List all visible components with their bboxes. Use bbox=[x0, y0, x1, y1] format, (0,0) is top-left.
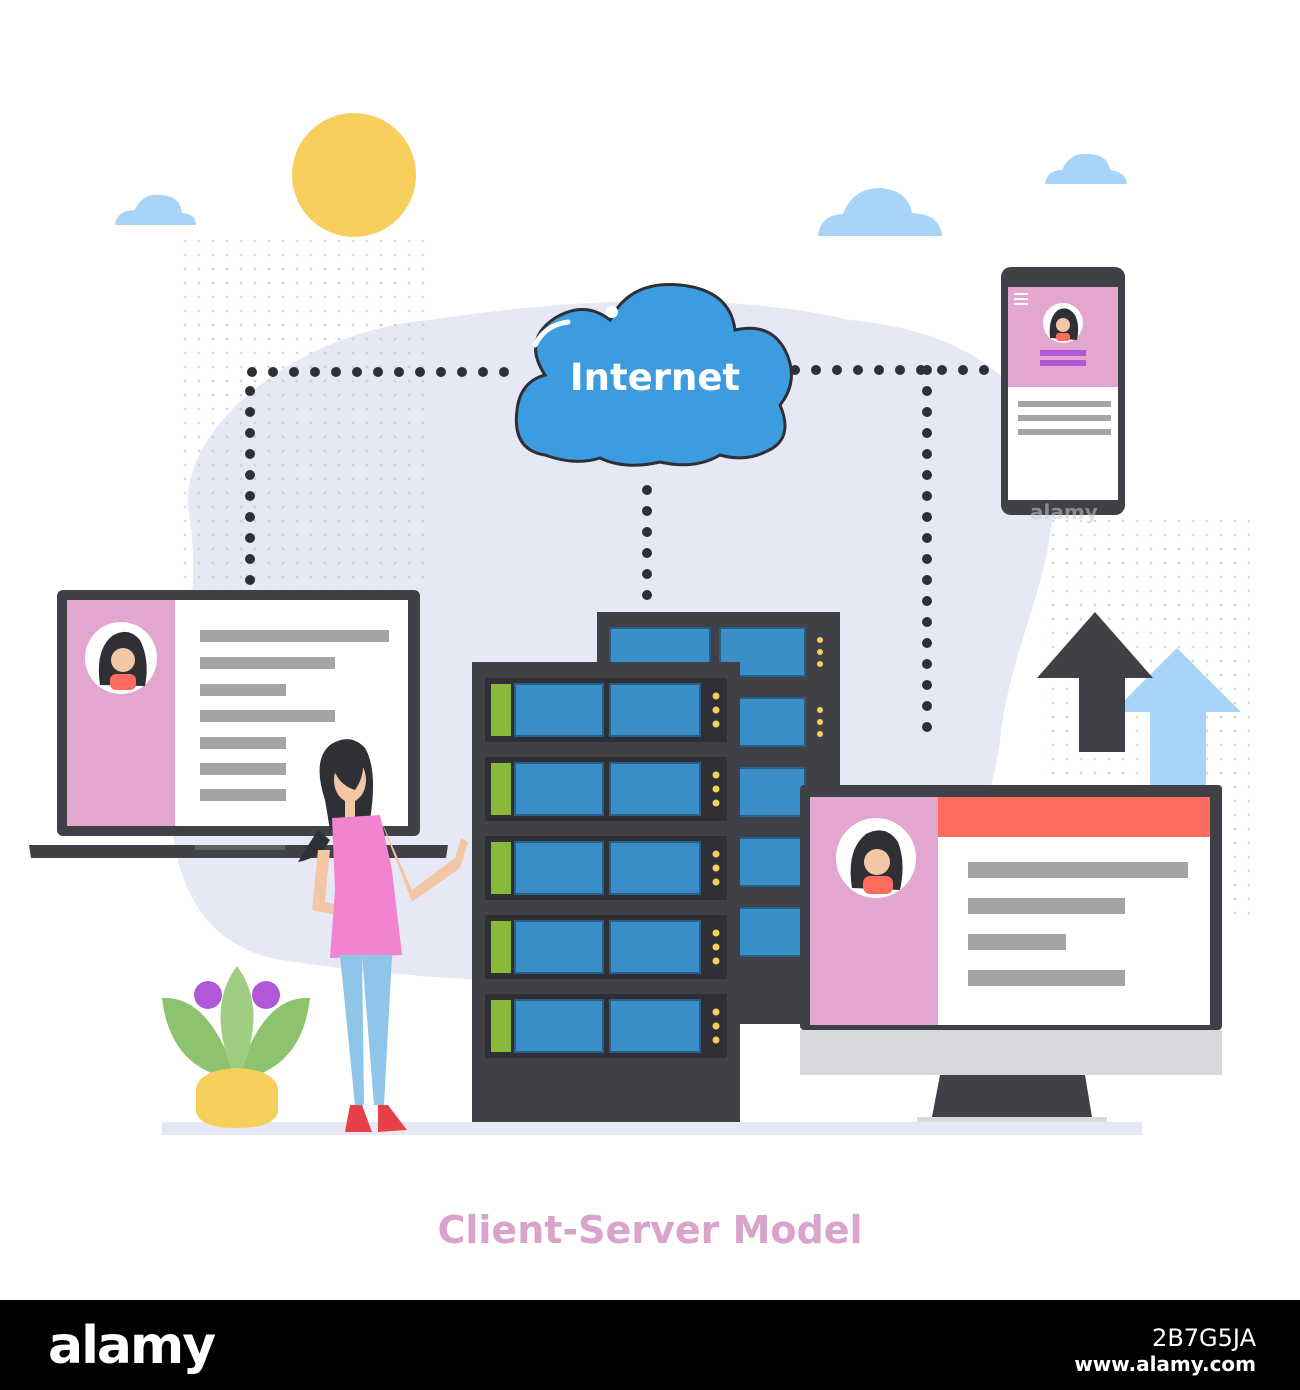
footer-logo: alamy bbox=[48, 1316, 216, 1376]
monitor-icon bbox=[800, 785, 1222, 1129]
internet-cloud-icon bbox=[514, 282, 793, 467]
connector-lines bbox=[245, 365, 990, 743]
footer-url[interactable]: www.alamy.com bbox=[1074, 1352, 1256, 1376]
smartphone-icon bbox=[1001, 267, 1125, 515]
avatar bbox=[850, 830, 903, 894]
potted-plant-icon bbox=[162, 966, 310, 1128]
footer-image-id: 2B7G5JA bbox=[1152, 1324, 1256, 1352]
sky-cloud-icon bbox=[1045, 153, 1127, 184]
server-rack-icon bbox=[472, 662, 740, 1125]
footer-meta: 2B7G5JA www.alamy.com bbox=[1074, 1318, 1256, 1376]
ground-line bbox=[162, 1122, 1142, 1135]
watermark-text: alamy bbox=[1030, 500, 1098, 524]
sky-cloud-icon bbox=[115, 194, 196, 225]
person-illustration bbox=[298, 739, 468, 1132]
client-server-illustration: Internet bbox=[29, 113, 1250, 1135]
laptop-icon bbox=[29, 590, 448, 858]
internet-label: Internet bbox=[570, 356, 740, 399]
upload-arrow-icon bbox=[1037, 612, 1241, 797]
footer-bar: alamy 2B7G5JA www.alamy.com bbox=[0, 1300, 1300, 1390]
sun-icon bbox=[292, 113, 416, 237]
sky-cloud-icon bbox=[818, 188, 942, 236]
avatar bbox=[98, 631, 147, 690]
dot-texture-left bbox=[180, 240, 430, 590]
diagram-caption: Client-Server Model bbox=[437, 1208, 863, 1252]
